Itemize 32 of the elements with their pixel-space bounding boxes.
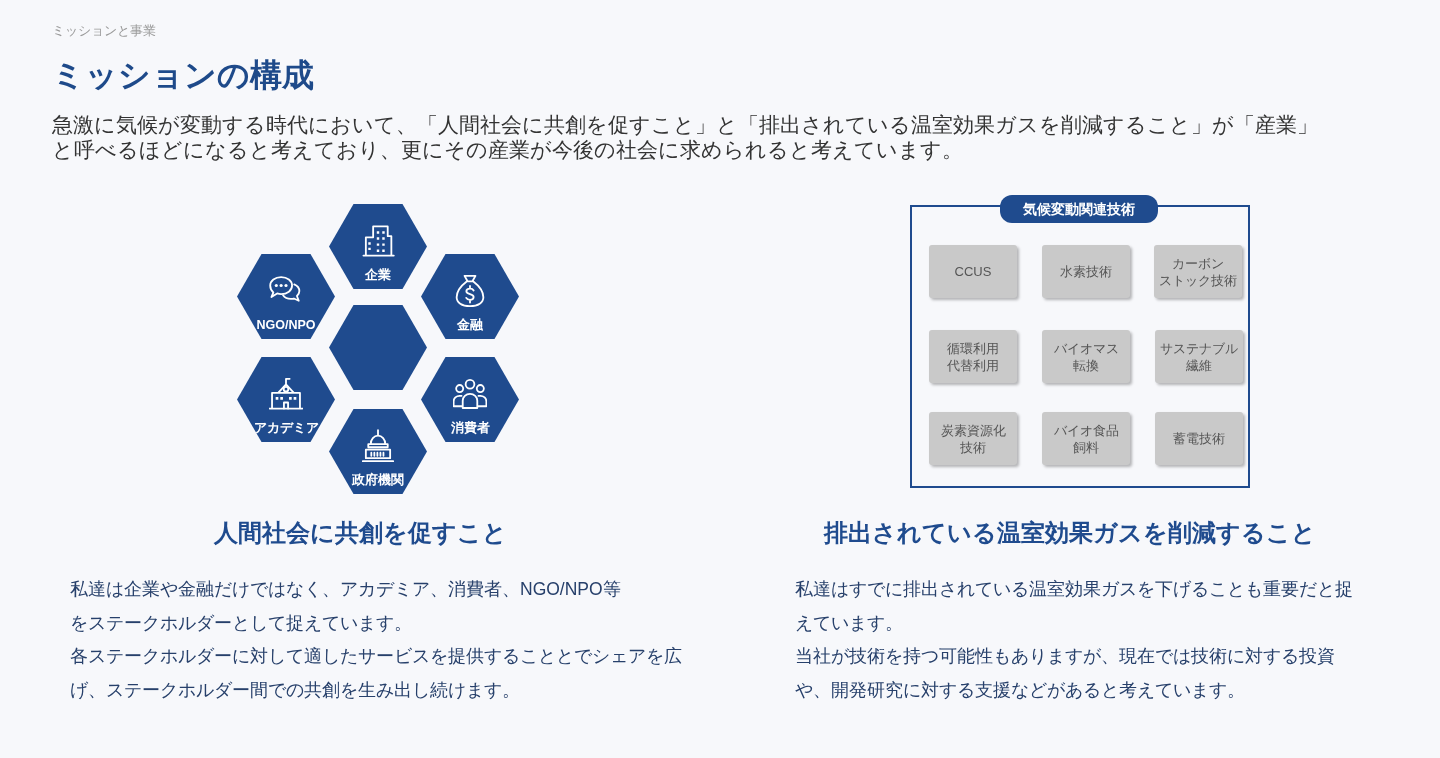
section-heading: 人間社会に共創を促すこと <box>213 518 507 548</box>
page-title: ミッションの構成 <box>52 56 314 94</box>
tech-box: カーボンストック技術 <box>1154 245 1242 298</box>
hexagon-label: 政府機関 <box>352 472 404 488</box>
hexagon-tile <box>237 356 335 442</box>
intro-text: 急激に気候が変動する時代において、「人間社会に共創を促すこと」と「排出されている温室効果ガスを削減すること」が「産業」と呼べるほどになると考えており、更にその産業が今後の社会に求められると考えています。 <box>52 112 1318 162</box>
tech-box: 循環利用代替利用 <box>929 330 1017 383</box>
tech-box: 水素技術 <box>1042 245 1130 298</box>
tech-box: 蓄電技術 <box>1155 412 1243 465</box>
body-text: 各ステークホルダーに対して適したサービスを提供することとでシェアを広げ、ステークホルダー間での共創を生み出し続けます。 <box>70 645 682 702</box>
hexagon-tile <box>421 356 519 442</box>
hexagon-tile <box>421 253 519 339</box>
breadcrumb: ミッションと事業 <box>52 23 156 39</box>
tech-box: バイオ食品飼料 <box>1042 412 1130 465</box>
tech-box: 炭素資源化技術 <box>929 412 1017 465</box>
body-text: 当社が技術を持つ可能性もありますが、現在では技術に対する投資や、開発研究に対する支援などがあると考えています。 <box>795 645 1335 702</box>
tech-box: サステナブル繊維 <box>1155 330 1243 383</box>
hexagon-tile <box>329 408 427 494</box>
hexagon-label: 金融 <box>457 317 483 333</box>
hexagon-tile <box>237 253 335 339</box>
tech-box: バイオマス転換 <box>1042 330 1130 383</box>
tech-box: CCUS <box>929 245 1017 298</box>
hexagon-tile <box>329 304 427 390</box>
hexagon-label: アカデミア <box>253 420 319 436</box>
body-text: 私達はすでに排出されている温室効果ガスを下げることも重要だと捉えています。 <box>795 578 1353 635</box>
hexagon-label: 企業 <box>365 267 391 283</box>
hexagon-label: NGO/NPO <box>256 317 316 333</box>
hexagon-label: 消費者 <box>450 420 490 436</box>
hexagon-tile <box>329 203 427 289</box>
body-text: 私達は企業や金融だけではなく、アカデミア、消費者、NGO/NPO等をステークホルダーとして捉えています。 <box>70 578 621 635</box>
section-heading: 排出されている温室効果ガスを削減すること <box>824 518 1316 548</box>
panel-heading-tab: 気候変動関連技術 <box>1000 195 1158 223</box>
